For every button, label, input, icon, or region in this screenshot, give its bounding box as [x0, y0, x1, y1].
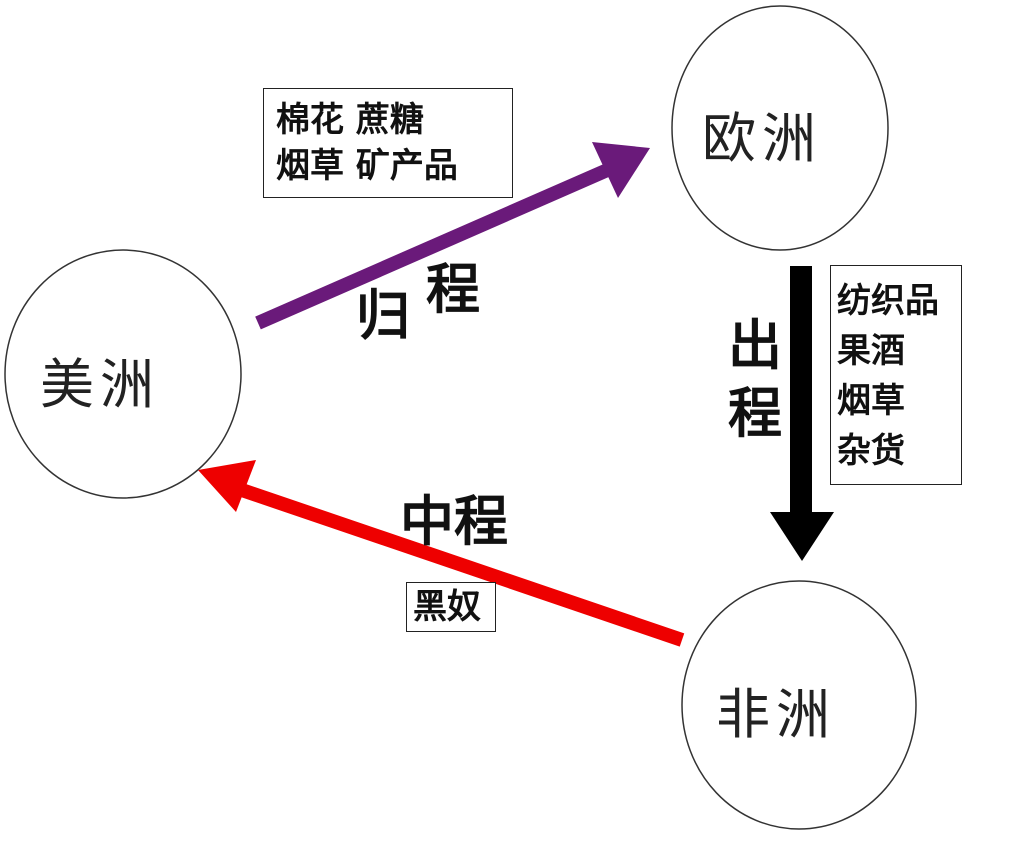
- middle-leg-goods-box: 黑奴: [406, 582, 496, 632]
- return-leg-arrowhead: [592, 142, 650, 198]
- europe-label: 欧洲: [702, 107, 822, 170]
- america-label: 美洲: [40, 353, 160, 416]
- middle-goods-line-1: 黑奴: [413, 587, 481, 627]
- europe-node: [671, 5, 889, 251]
- middle-leg-label: 中程: [400, 489, 508, 553]
- outward-goods-line-4: 杂货: [837, 431, 905, 471]
- outward-leg-arrowhead: [770, 512, 834, 561]
- outward-leg-arrow-shaft: [790, 266, 812, 518]
- return-goods-line-1: 棉花 蔗糖: [276, 100, 424, 140]
- america-node: [4, 249, 242, 499]
- middle-leg-arrow-shaft: [233, 481, 685, 647]
- outward-leg-label-char-1: 出: [728, 313, 782, 377]
- outward-goods-line-2: 果酒: [837, 331, 905, 371]
- return-leg-label-char-1: 归: [356, 283, 410, 347]
- return-goods-line-2: 烟草 矿产品: [276, 146, 458, 186]
- africa-label: 非洲: [716, 683, 836, 746]
- return-leg-arrow-shaft: [255, 161, 615, 330]
- outward-goods-line-3: 烟草: [837, 381, 905, 421]
- outward-leg-label-char-2: 程: [728, 381, 782, 445]
- return-leg-goods-box: 棉花 蔗糖 烟草 矿产品: [263, 88, 513, 198]
- africa-node: [681, 580, 917, 830]
- outward-leg-goods-box: 纺织品 果酒 烟草 杂货: [830, 265, 962, 485]
- return-leg-label-char-2: 程: [426, 257, 480, 321]
- outward-goods-line-1: 纺织品: [837, 281, 939, 321]
- middle-leg-arrowhead: [198, 460, 256, 512]
